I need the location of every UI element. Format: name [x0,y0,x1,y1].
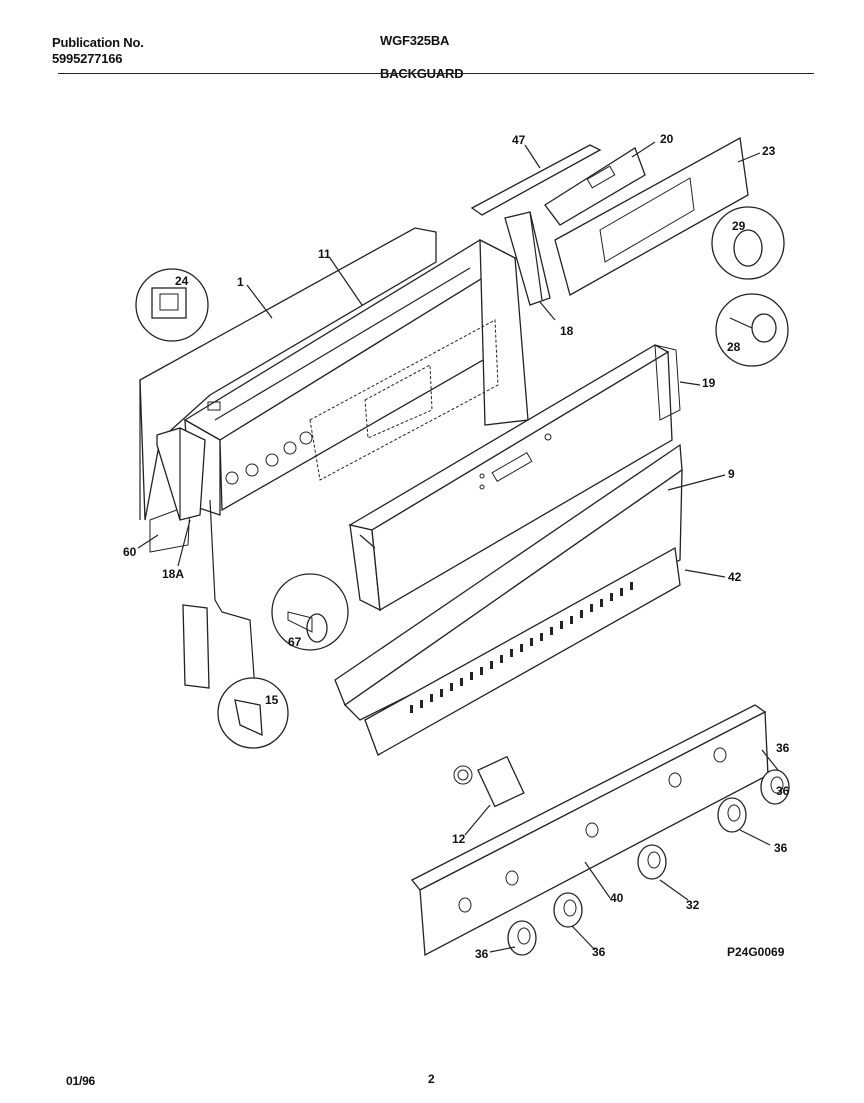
callout-label: 60 [123,545,137,559]
callout-label: 28 [727,340,741,354]
callout-label: 36 [592,945,606,959]
lower-trim [334,443,683,756]
detail-circles [135,206,789,749]
model-number: WGF325BA [380,33,450,48]
callout-label: 36 [776,741,790,755]
publication-label: Publication No. [52,35,144,50]
callout-label: 11 [318,247,331,261]
callout-label: 20 [660,132,674,146]
callout-label: 24 [175,274,189,288]
end-bracket-right [504,211,551,306]
clock-assembly [470,136,749,296]
control-knobs [507,769,790,956]
footer-date: 01/96 [66,1074,96,1088]
callout-label: 9 [728,467,735,481]
callout-label: 23 [762,144,776,158]
page-number: 2 [428,1072,435,1086]
control-panel [348,344,681,612]
callout-label: 19 [702,376,716,390]
callout-label: 32 [686,898,700,912]
end-bracket-left [156,427,206,521]
callout-labels: 1 11 24 47 20 23 29 28 18 19 9 42 60 18A… [123,132,790,961]
publication-number: 5995277166 [52,51,123,66]
callout-label: 36 [475,947,489,961]
callout-label: 67 [288,635,302,649]
header-divider [58,73,814,74]
callout-label: 12 [452,832,466,846]
callout-label: 18A [162,567,184,581]
callout-label: 1 [237,275,244,289]
thermostat [453,755,525,808]
callout-label: 29 [732,219,746,233]
callout-label: 15 [265,693,279,707]
callout-label: 18 [560,324,574,338]
callout-label: 40 [610,891,624,905]
callout-label: 36 [774,841,788,855]
callout-label: 42 [728,570,742,584]
callout-label: 36 [776,784,790,798]
drawing-id: P24G0069 [727,945,785,959]
leader-lines [137,141,779,953]
manifold-panel [410,704,769,957]
callout-label: 47 [512,133,526,147]
